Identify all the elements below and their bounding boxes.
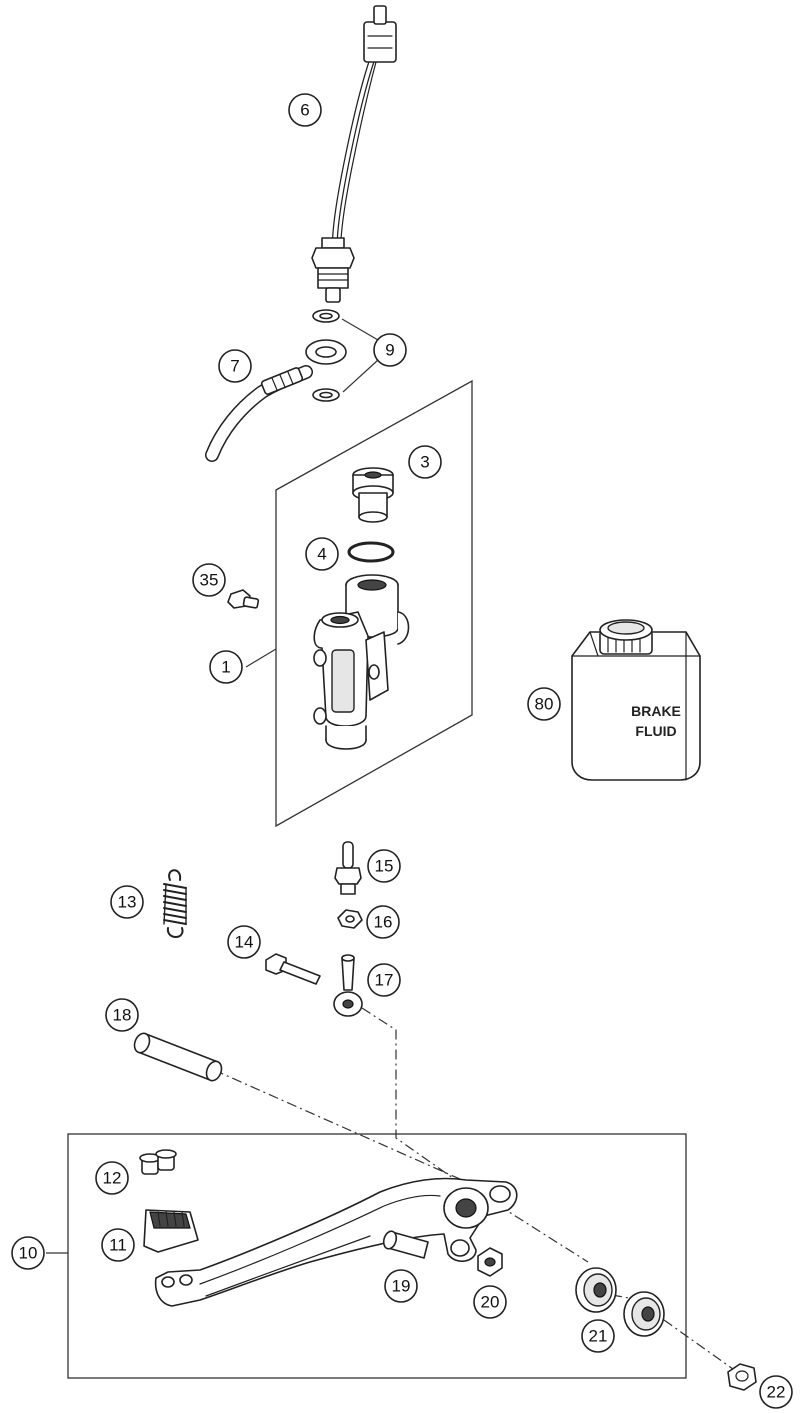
container-label-line2: FLUID [635,723,676,739]
svg-text:6: 6 [300,101,309,120]
callout-6: 6 [288,93,322,127]
master-cylinder-frame [275,379,473,828]
pivot-end-bolt [727,1363,757,1391]
callout-18: 18 [105,998,139,1032]
callout-14: 14 [227,925,261,959]
svg-text:18: 18 [113,1006,132,1025]
callout-12: 12 [95,1161,129,1195]
brake-light-switch [311,5,397,303]
container-label-line1: BRAKE [631,703,681,719]
o-ring [347,541,395,563]
callout-9: 9 [373,333,407,367]
callout-19: 19 [384,1269,418,1303]
svg-text:80: 80 [535,695,554,714]
svg-text:20: 20 [481,1293,500,1312]
pedal-pin [382,1230,429,1259]
svg-text:3: 3 [420,453,429,472]
pivot-sleeve [133,1032,223,1082]
callout-10: 10 [11,1236,45,1270]
reservoir-connector [352,467,394,523]
callout-22: 22 [759,1375,793,1409]
footrest-bolts [139,1149,177,1175]
sealing-washers [312,309,340,402]
pivot-bearings [575,1267,665,1337]
callout-17: 17 [367,963,401,997]
svg-text:10: 10 [19,1244,38,1263]
return-spring [163,869,187,938]
brake-pedal-tread [143,1209,199,1253]
svg-text:9: 9 [385,341,394,360]
callout-35: 35 [192,563,226,597]
pedal-nut [477,1247,503,1277]
leader-lines [46,318,379,1254]
brake-fluid-container: BRAKE FLUID [571,619,701,781]
svg-text:7: 7 [230,357,239,376]
pivot-bolt [265,953,321,985]
callout-11: 11 [101,1228,135,1262]
svg-text:16: 16 [374,913,393,932]
svg-text:17: 17 [375,971,394,990]
svg-text:12: 12 [103,1169,122,1188]
push-rod-clevis [333,954,363,1017]
assembly-axes [213,1007,741,1375]
callout-4: 4 [305,537,339,571]
brake-pedal-frame [67,1133,687,1379]
hex-nut [337,909,363,929]
svg-text:14: 14 [235,933,254,952]
svg-text:35: 35 [200,571,219,590]
callout-15: 15 [367,849,401,883]
svg-text:13: 13 [118,893,137,912]
brake-pedal-lever [154,1177,518,1307]
callout-1: 1 [209,650,243,684]
svg-text:11: 11 [109,1236,127,1255]
svg-text:1: 1 [221,658,230,677]
callout-16: 16 [366,905,400,939]
svg-text:22: 22 [767,1383,786,1402]
screw [227,589,260,609]
brake-hose [205,339,347,462]
svg-text:4: 4 [317,545,326,564]
master-cylinder [313,574,410,750]
callout-7: 7 [218,349,252,383]
svg-text:21: 21 [589,1327,608,1346]
callout-21: 21 [581,1319,615,1353]
callout-3: 3 [408,445,442,479]
callout-80: 80 [527,687,561,721]
svg-text:15: 15 [375,857,394,876]
svg-text:19: 19 [392,1277,411,1296]
callout-13: 13 [110,885,144,919]
bleeder-valve [334,841,362,895]
callout-20: 20 [473,1285,507,1319]
